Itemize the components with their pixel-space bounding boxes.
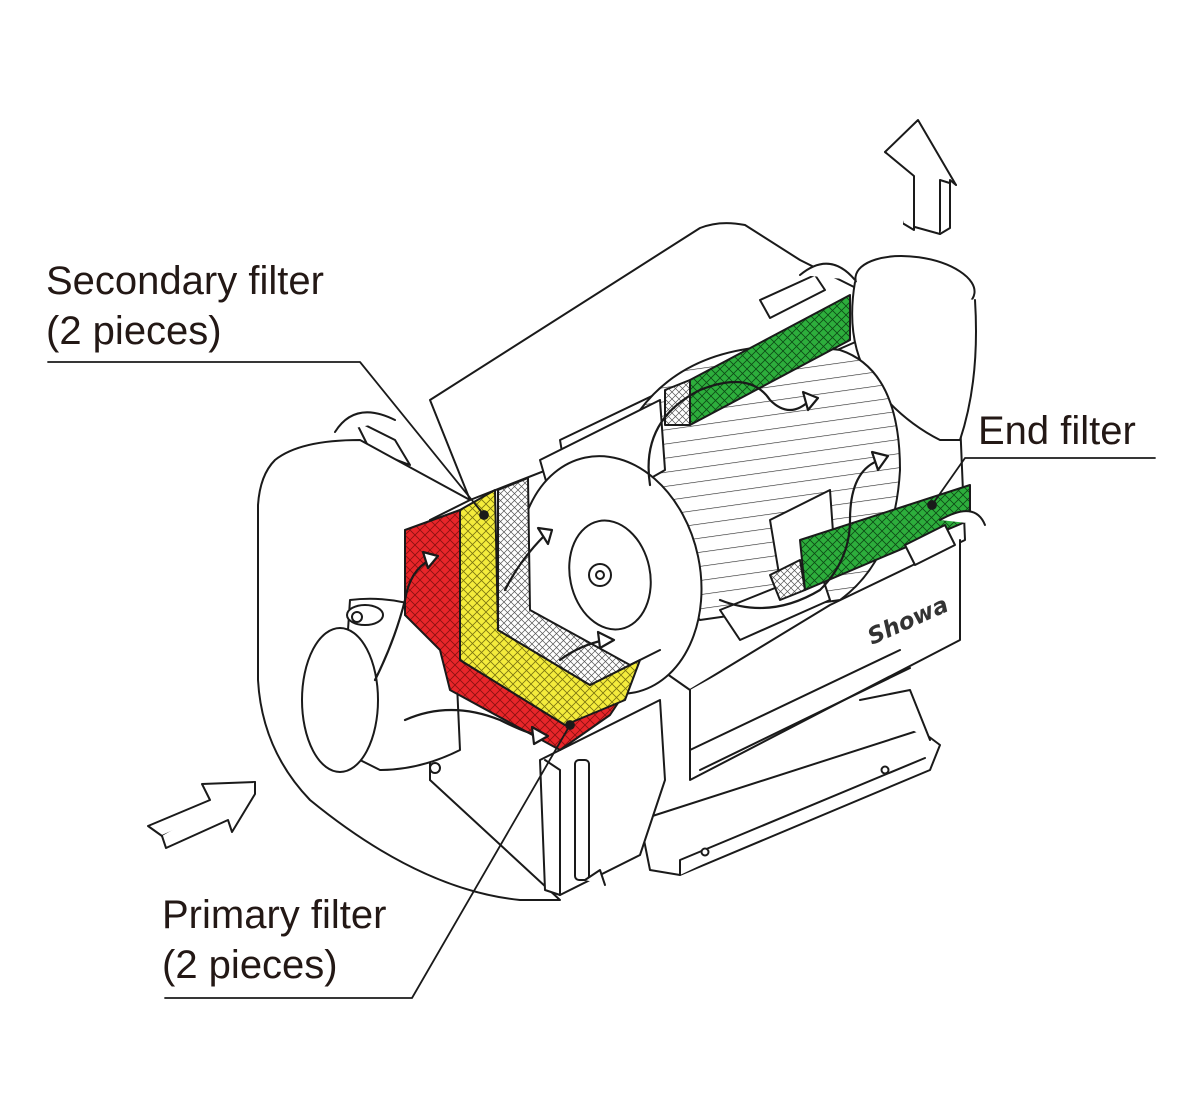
callout-leaders bbox=[47, 361, 1156, 999]
outlet-pipe bbox=[851, 255, 977, 441]
end-filter-panels bbox=[664, 294, 971, 601]
airflow-arrow-icon bbox=[373, 380, 890, 746]
primary-filter-label-line2: (2 pieces) bbox=[162, 943, 338, 987]
inlet-pipe bbox=[301, 597, 461, 774]
inlet-arrow-icon bbox=[147, 781, 256, 849]
primary-filter-leader bbox=[164, 724, 571, 999]
end-filter-label: End filter bbox=[978, 406, 1136, 456]
filter-mesh-layer bbox=[497, 477, 661, 686]
end-filter-label-text: End filter bbox=[978, 409, 1136, 453]
end-filter-leader bbox=[931, 457, 1156, 506]
primary-filter-label-line1: Primary filter bbox=[162, 893, 387, 937]
secondary-filter-leader bbox=[47, 361, 485, 516]
cutaway-box bbox=[539, 699, 666, 896]
latch-clamps bbox=[334, 262, 986, 566]
secondary-filter-label-line1: Secondary filter bbox=[46, 259, 324, 303]
secondary-filter-label-line2: (2 pieces) bbox=[46, 309, 222, 353]
outlet-arrow-icon bbox=[884, 119, 957, 235]
secondary-filter-label: Secondary filter (2 pieces) bbox=[46, 256, 324, 356]
primary-filter-label: Primary filter (2 pieces) bbox=[162, 890, 386, 990]
base-plate bbox=[639, 689, 941, 876]
